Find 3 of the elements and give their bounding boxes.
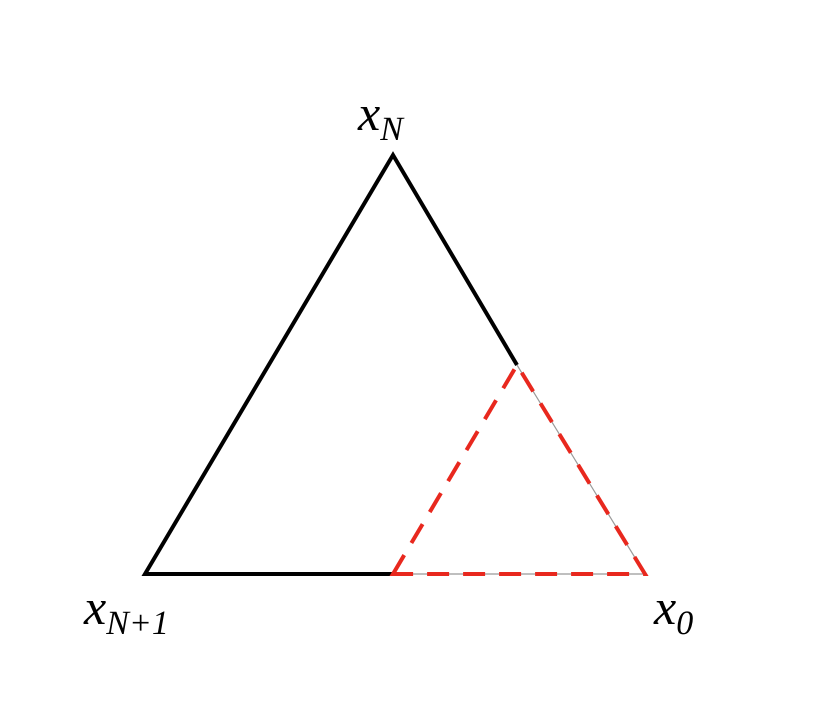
vertex-label: x$_{0}$ (654, 582, 694, 641)
vertex-label: x$_{N}$ (358, 88, 403, 147)
vertex-label: x$_{N+1}$ (84, 582, 169, 641)
